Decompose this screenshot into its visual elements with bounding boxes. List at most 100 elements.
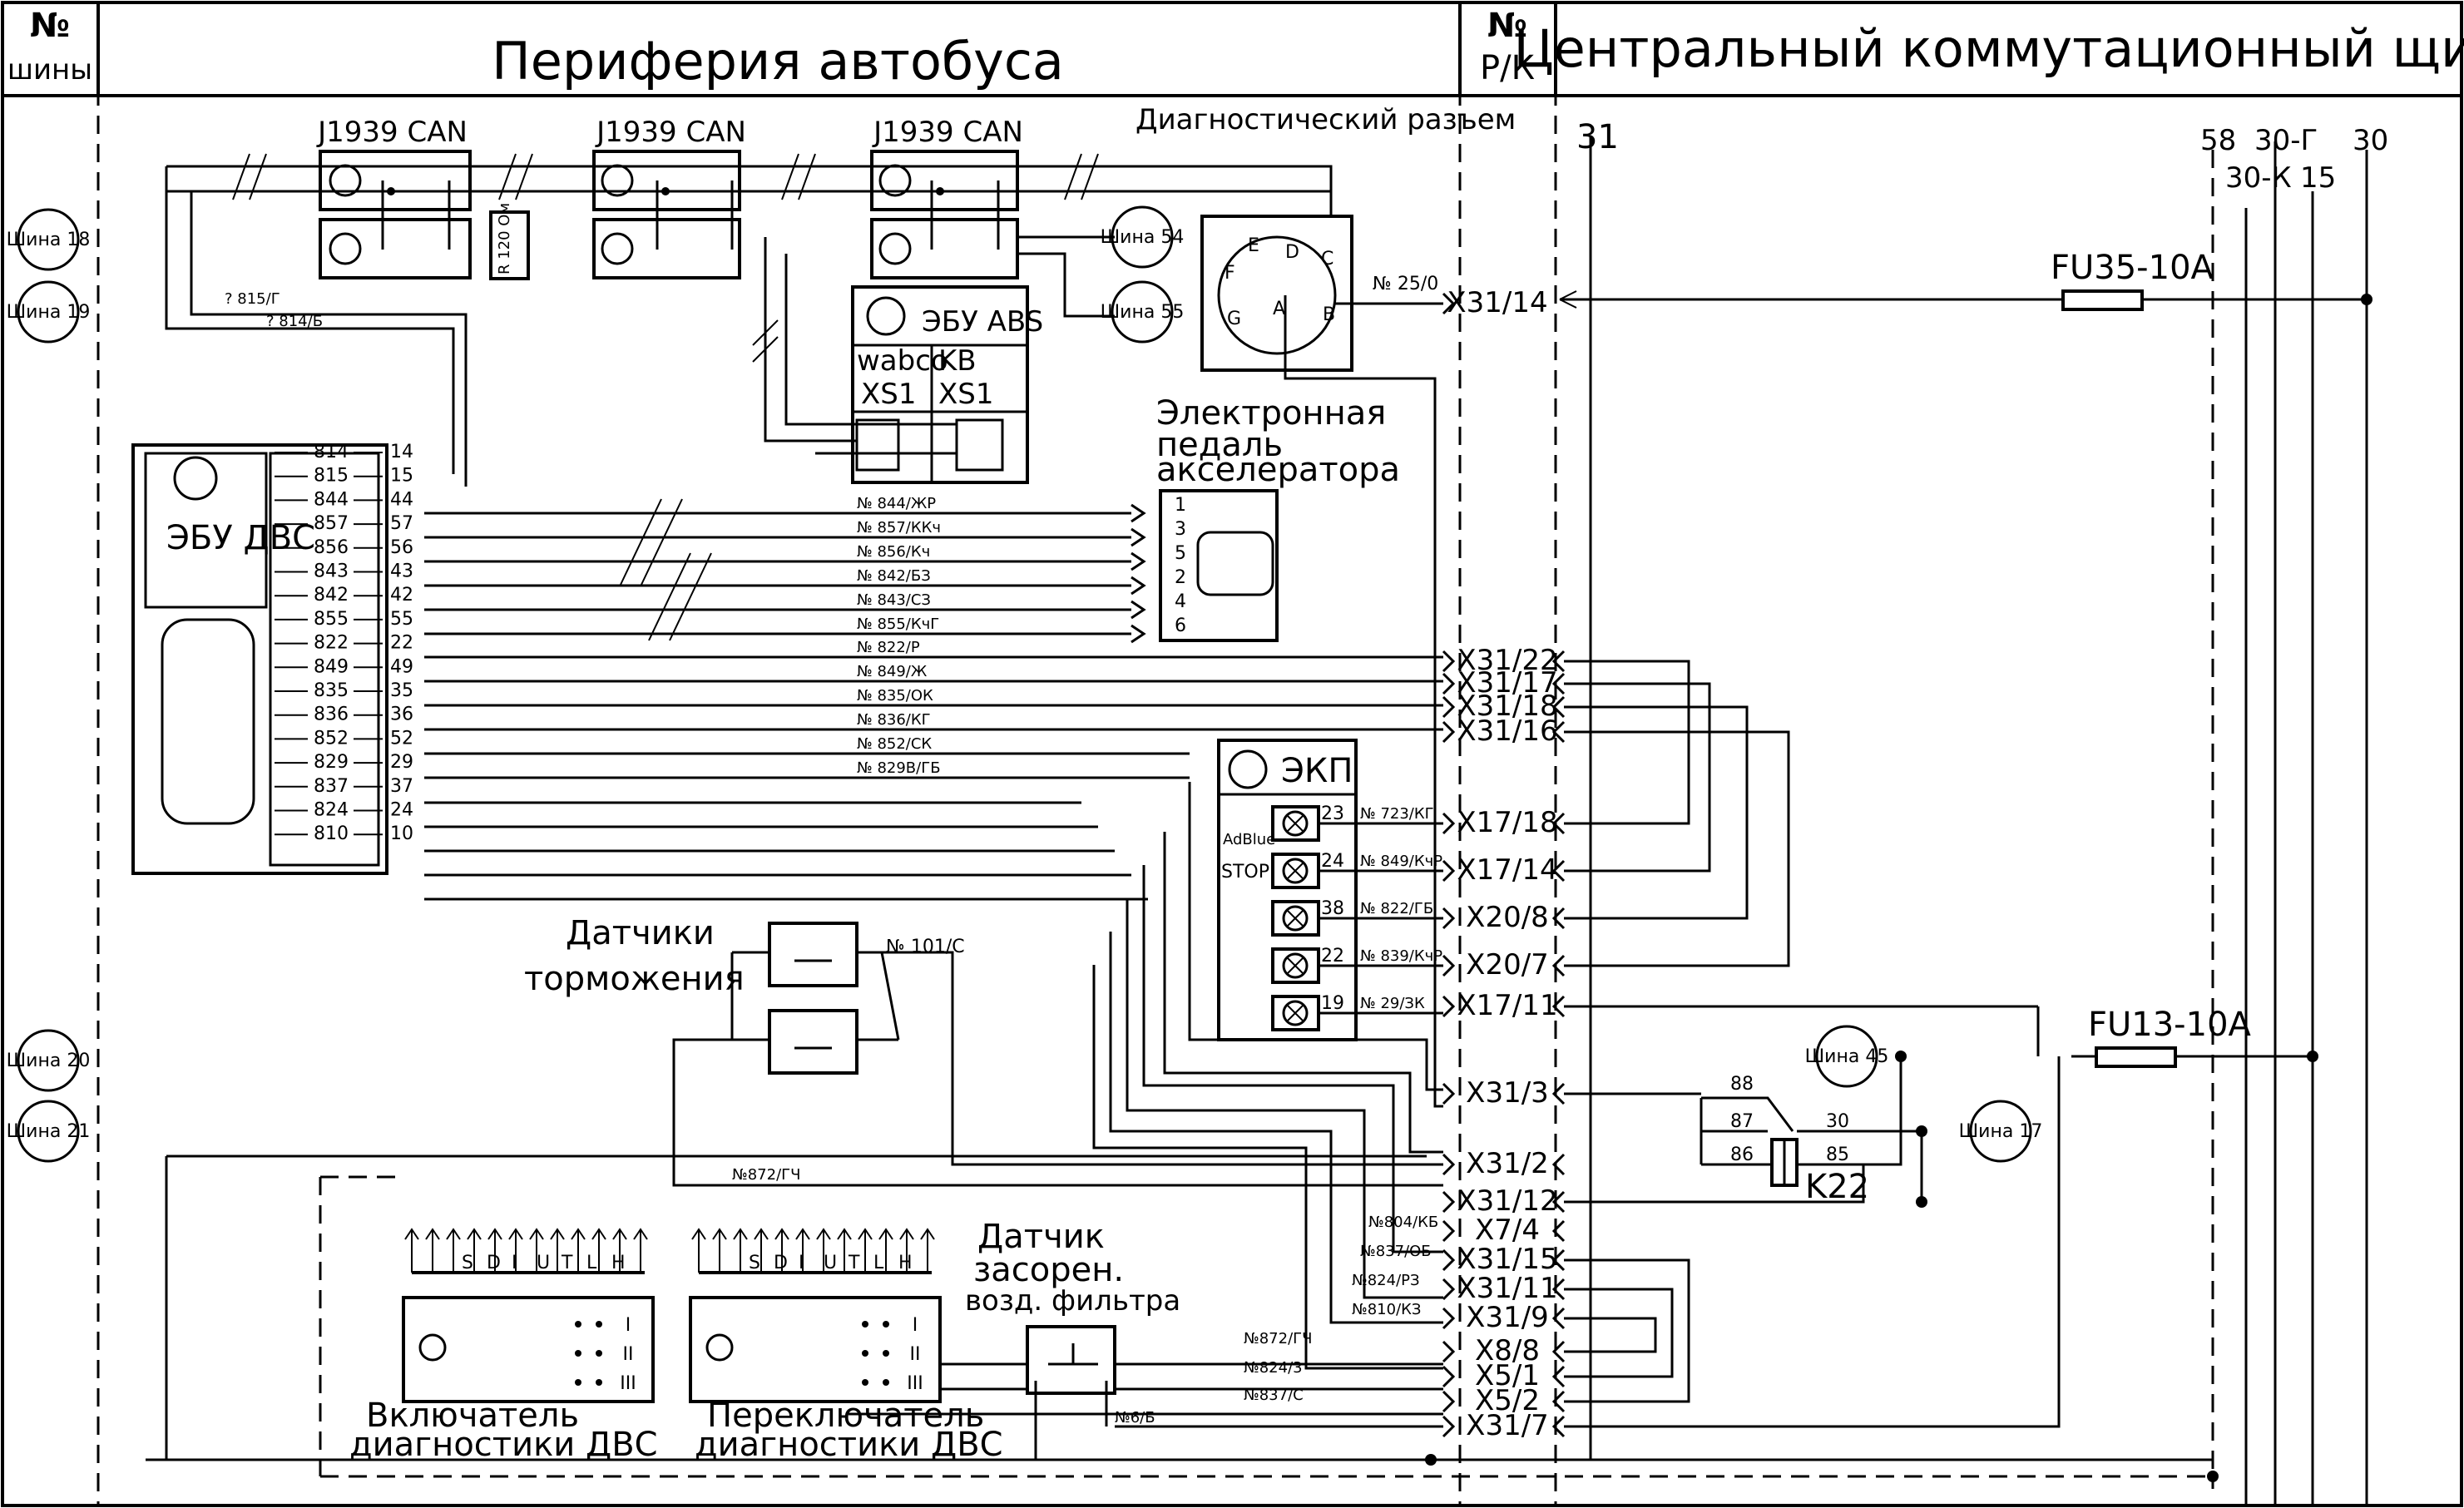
pedal-pin-2: 2 <box>1175 567 1186 588</box>
switch-pin-letter-H: H <box>898 1253 913 1273</box>
ecu-pin-right-49: 49 <box>390 656 413 677</box>
terminal-arrow-left <box>1442 1190 1456 1214</box>
ecu-pin-left-835: 835 <box>314 680 349 701</box>
switch-pin-arrow <box>691 1228 706 1273</box>
accelerator-pedal: Электронная педаль акселератора Электрон… <box>1156 394 1400 642</box>
bus-circle-55: Шина 55 <box>1101 280 1185 344</box>
bus-45-label: Шина 45 <box>1805 1046 1889 1067</box>
switch-pin-arrow <box>425 1228 440 1273</box>
bus-20-label: Шина 20 <box>7 1051 91 1071</box>
ecu-pin-left-810: 810 <box>314 823 349 844</box>
diag-pin-a: A <box>1273 299 1285 319</box>
panel-loop-1 <box>1564 660 1690 825</box>
switch-pin-letter-L: L <box>586 1253 597 1273</box>
switch-pos-dot <box>862 1379 868 1386</box>
can-connector-3-bottom <box>870 218 1019 279</box>
ecu-pin-right-10: 10 <box>390 823 413 844</box>
bus-30-label: 30 <box>2353 124 2388 157</box>
diag-pin-c: C <box>1321 249 1333 269</box>
ecu-pin-left-843: 843 <box>314 561 349 582</box>
pedal-pin-5: 5 <box>1175 543 1186 564</box>
ecu-pin-left-844: 844 <box>314 489 349 510</box>
can-connector-2-top <box>592 150 741 211</box>
filter-label-1: Датчик <box>977 1218 1105 1256</box>
ecu-signal-label: № 822/Р <box>857 639 920 656</box>
bus-no-title: № <box>30 7 70 45</box>
switch-pin-arrow <box>529 1228 544 1273</box>
terminal-arrow-right <box>1551 650 1566 673</box>
terminal-arrow-left <box>1442 995 1456 1018</box>
switch-pin-letter-S: S <box>749 1253 760 1273</box>
switch-pos-II: II <box>623 1344 634 1365</box>
ekp-lamp-pin: 19 <box>1321 993 1344 1014</box>
terminal-arrow-right <box>1551 1248 1566 1272</box>
ekp-adblue: AdBlue <box>1223 831 1275 848</box>
ekp-lamp-cross <box>1286 909 1304 927</box>
terminal-arrow-left <box>1442 1365 1456 1388</box>
bus-circle-19: Шина 19 <box>7 280 90 344</box>
terminal-arrow-left <box>1442 292 1456 315</box>
can-connector-1-bottom <box>319 218 472 279</box>
switch1-label-2: диагностики ДВС <box>349 1426 658 1464</box>
ecu-pin-left-855: 855 <box>314 609 349 630</box>
ecu-pin-left-837: 837 <box>314 776 349 797</box>
switch2-label-1: Переключатель <box>707 1397 984 1435</box>
bus-55-label: Шина 55 <box>1101 302 1185 323</box>
switch-pin-letter-H: H <box>611 1253 626 1273</box>
relay-87: 87 <box>1730 1111 1754 1132</box>
switch-pin-letter-D: D <box>774 1253 788 1273</box>
pedal-wire-label: № 843/СЗ <box>857 591 931 609</box>
ecu-pin-left-836: 836 <box>314 705 349 725</box>
terminal-arrow-left <box>1442 695 1456 719</box>
pedal-wire-arrow <box>1131 527 1146 547</box>
switch-pin-arrow <box>795 1228 810 1273</box>
ecu-pin-right-44: 44 <box>390 489 413 510</box>
ecu-pin-left-824: 824 <box>314 800 349 821</box>
brake-sensors: Датчики торможения № 101/С <box>524 914 1443 1187</box>
switch-pin-letter-D: D <box>487 1253 501 1273</box>
terminal-X5/1: X5/1 <box>1475 1359 1540 1392</box>
rk-subtitle: Р/К <box>1480 49 1535 87</box>
switch-pos-dot <box>883 1321 889 1328</box>
diag-switch: Включатель диагностики ДВС <box>349 1296 658 1464</box>
terminal-X31/22: X31/22 <box>1457 644 1557 677</box>
ekp-lamp-icon <box>1282 858 1309 884</box>
wire-label-824b: №824/3 <box>1244 1359 1303 1377</box>
bus-15-label: 15 <box>2300 161 2336 195</box>
terminal-X31/7: X31/7 <box>1466 1409 1549 1442</box>
engine-ecu: ЭБУ ДВС <box>131 443 388 875</box>
ekp-lamp-wire-label: № 849/КчР <box>1360 853 1442 870</box>
fuse-fu35 <box>2061 289 2144 311</box>
ekp-lamp-icon <box>1282 1000 1309 1026</box>
can-terminator-label: R 120 Ом <box>496 203 513 274</box>
terminal-X31/17: X31/17 <box>1457 666 1557 700</box>
abs-kb: KB <box>938 344 977 378</box>
switch-pos-dot <box>596 1321 602 1328</box>
pedal-wire-label: № 856/Кч <box>857 543 930 561</box>
switch-pos-III: III <box>907 1373 923 1394</box>
ecu-pin-right-15: 15 <box>390 466 413 487</box>
relay-30: 30 <box>1826 1111 1849 1132</box>
fuse-fu13 <box>2095 1046 2177 1068</box>
central-panel: 31 58 30-Г 30 30-К 15 FU35-10A FU13-10A … <box>1559 118 2388 1506</box>
terminal-arrow-left <box>1442 1153 1456 1176</box>
pedal-wire-label: № 844/ЖР <box>857 495 936 512</box>
switch-pin-arrow <box>550 1228 565 1273</box>
ecu-pin-right-56: 56 <box>390 537 413 558</box>
diag-connector-label: Диагностический разъем <box>1136 103 1516 136</box>
switch-pos-dot <box>883 1350 889 1357</box>
diag-selector: Переключатель диагностики ДВС <box>689 1296 1003 1464</box>
ecu-signal-label: № 852/СК <box>857 735 932 753</box>
pedal-wire-arrow <box>1131 624 1146 644</box>
pedal-wire-label: № 842/БЗ <box>857 567 931 585</box>
switch-pin-letter-I: I <box>799 1253 804 1273</box>
panel-wire-x31-7 <box>1564 1056 2061 1428</box>
terminal-arrow-left <box>1442 1219 1456 1243</box>
terminal-X8/8: X8/8 <box>1475 1334 1540 1367</box>
terminal-strip: X31/22X31/17X31/18X31/16X17/18X17/14X20/… <box>1442 286 1566 1442</box>
terminal-arrow-right <box>1551 1278 1566 1301</box>
pedal-pin-3: 3 <box>1175 519 1186 540</box>
